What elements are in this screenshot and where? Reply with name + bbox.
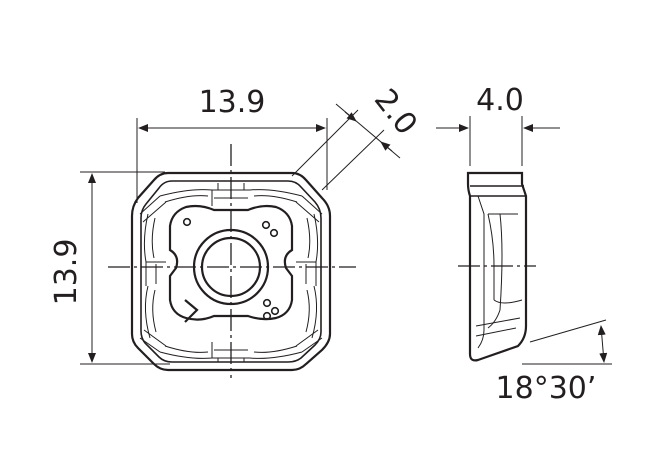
- thickness-label: 4.0: [476, 83, 524, 118]
- height-label: 13.9: [49, 239, 84, 306]
- side-view: [458, 171, 536, 362]
- top-view: [108, 144, 356, 378]
- side-outline: [466, 171, 528, 362]
- cutting-edge-contour: [140, 180, 322, 363]
- angle-label: 18°30’: [496, 371, 597, 406]
- chipbreaker-left: [143, 213, 166, 339]
- chipbreaker-right: [296, 213, 319, 339]
- identification-dots: [182, 217, 280, 321]
- insert-outline: [130, 171, 332, 372]
- chevron-mark: [184, 299, 199, 323]
- width-dimension: 13.9: [136, 85, 328, 203]
- seating-face: [168, 204, 294, 321]
- chamfer-dimension: 2.0: [291, 83, 424, 191]
- height-dimension: 13.9: [49, 171, 170, 365]
- width-label: 13.9: [199, 85, 266, 120]
- thickness-dimension: 4.0: [436, 83, 560, 166]
- corner-facets: [139, 195, 323, 353]
- chamfer-label: 2.0: [367, 83, 424, 142]
- angle-dimension: 18°30’: [496, 319, 612, 406]
